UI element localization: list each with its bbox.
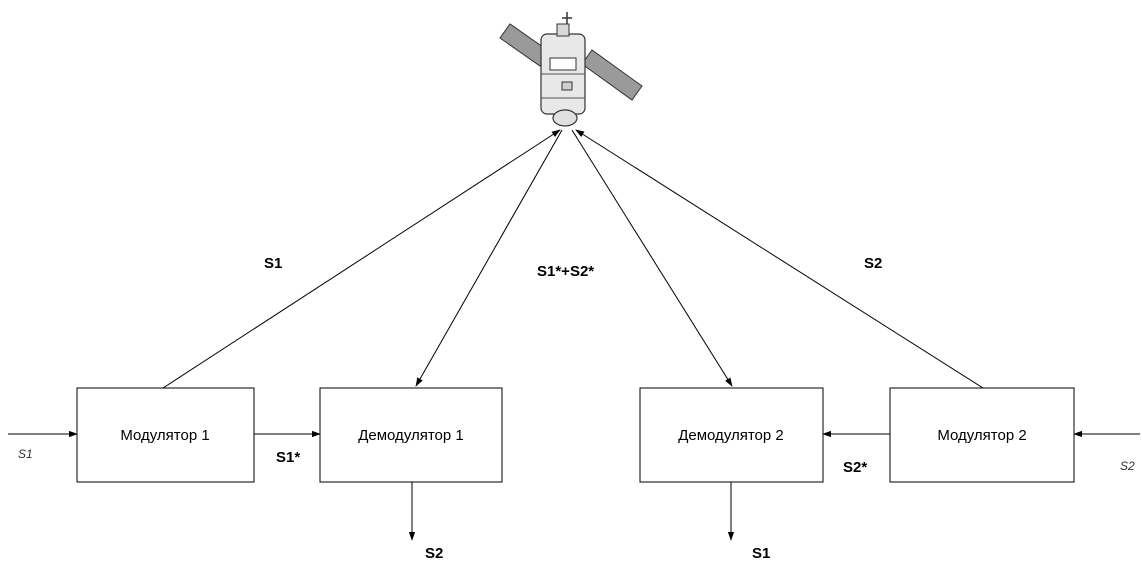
uplink-left-label: S1 [264,255,282,272]
internal-right-label: S2* [843,459,867,476]
modulator1-block: Модулятор 1 [76,387,255,483]
uplink-right-line [575,129,984,389]
uplink-right-label: S2 [864,255,882,272]
satellite-icon [499,12,643,127]
modulator1-label: Модулятор 1 [120,427,209,444]
demodulator1-label: Демодулятор 1 [358,427,464,444]
downlink-left-line [415,129,563,387]
downlink-right-line [571,129,733,387]
internal-left-label: S1* [276,449,300,466]
uplink-left-line [162,129,561,389]
downlink-label: S1*+S2* [537,263,594,280]
output-left-label: S2 [425,545,443,562]
demodulator2-block: Демодулятор 2 [639,387,824,483]
demodulator2-label: Демодулятор 2 [678,427,784,444]
signal-links [8,129,1140,541]
demodulator1-block: Демодулятор 1 [319,387,503,483]
input-right-label: S2 [1120,459,1135,473]
modulator2-block: Модулятор 2 [889,387,1075,483]
modulator2-label: Модулятор 2 [937,427,1026,444]
input-left-label: S1 [18,447,33,461]
output-right-label: S1 [752,545,770,562]
